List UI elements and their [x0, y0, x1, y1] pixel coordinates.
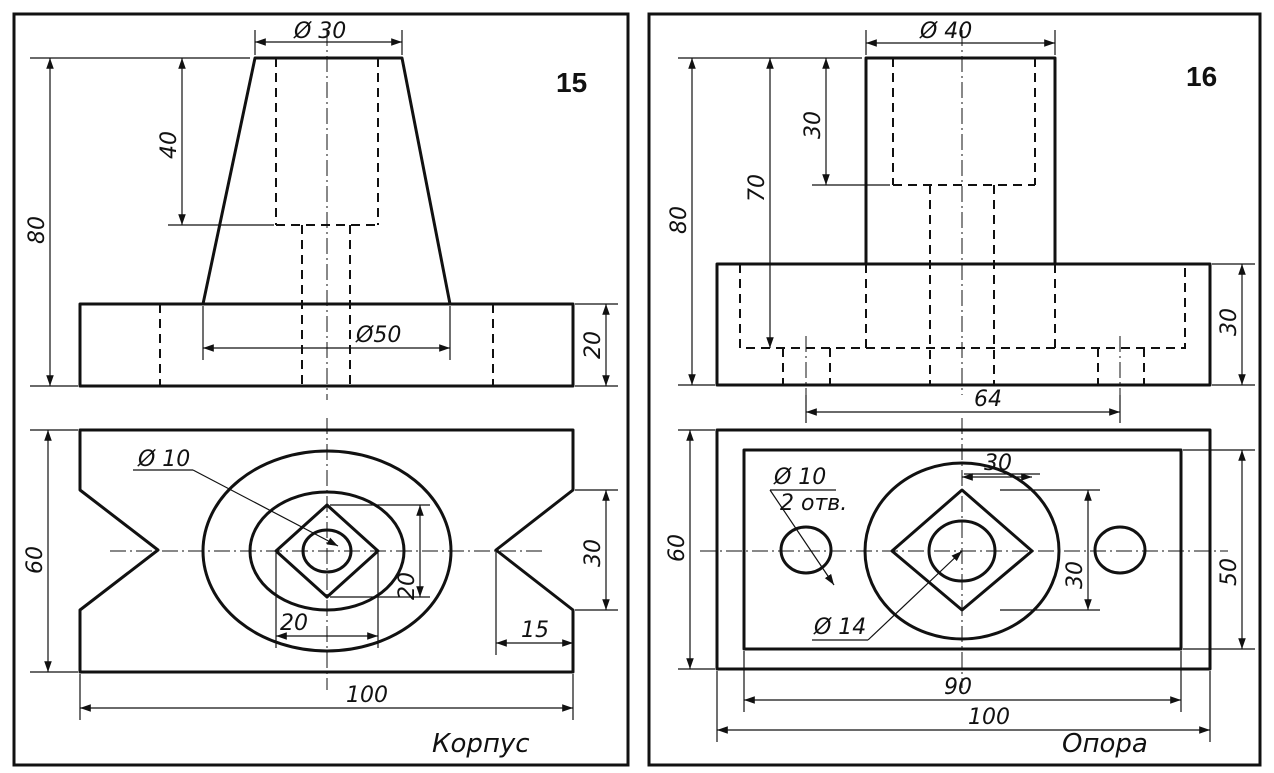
dim-30: 30: [581, 539, 606, 567]
dim-d14: Ø 14: [813, 615, 866, 640]
body-outline: [78, 428, 575, 674]
front-dimensions: Ø 30 80 40 Ø50 20: [25, 19, 618, 387]
dim-15: 15: [521, 618, 549, 643]
dim-30-top: 30: [801, 111, 826, 139]
dim-30-base: 30: [1217, 308, 1242, 336]
top-view: [78, 418, 575, 690]
sheet-15: 15 Ø 30 80 40: [12, 12, 630, 767]
dim-20-horz: 20: [280, 611, 308, 636]
top-dimensions: 60 50 30 30 Ø 10 2 отв. Ø 14 90: [665, 429, 1255, 742]
dim-40: 40: [157, 131, 182, 159]
front-dimensions: Ø 40 80 70 30 30 64: [667, 19, 1255, 423]
frustum-outline: [201, 56, 452, 305]
part-title: Опора: [1062, 729, 1148, 759]
dim-d50: Ø50: [355, 323, 401, 348]
dim-80: 80: [667, 206, 692, 234]
top-view: [700, 418, 1228, 688]
dim-20: 20: [581, 331, 606, 359]
front-view: [78, 30, 575, 400]
dim-hole-d10: Ø 10: [773, 465, 826, 490]
cylinder-outline: [864, 56, 1057, 264]
dim-50: 50: [1217, 558, 1242, 586]
part-title: Корпус: [432, 729, 530, 759]
dim-20-vert: 20: [395, 572, 420, 600]
holes-note: 2 отв.: [780, 491, 847, 516]
top-dimensions: 60 30 20 20 Ø 10 15 100: [23, 429, 618, 720]
left-hole: [779, 525, 833, 575]
dim-60: 60: [23, 546, 48, 574]
dim-hole-d10: Ø 10: [137, 447, 190, 472]
dim-30-vert: 30: [1063, 561, 1088, 589]
dim-d40: Ø 40: [919, 19, 972, 44]
dim-60: 60: [665, 534, 690, 562]
dim-64: 64: [974, 387, 1002, 412]
square-boss: [274, 503, 380, 599]
dim-90: 90: [944, 675, 972, 700]
dim-100: 100: [968, 705, 1010, 730]
sheet-frame: [647, 12, 1262, 767]
dim-80: 80: [25, 216, 50, 244]
outer-rect: [715, 428, 1212, 671]
sheet-16: 16 Ø 40: [647, 12, 1262, 767]
dim-100: 100: [346, 683, 388, 708]
right-hole: [1093, 525, 1147, 575]
dim-d30: Ø 30: [293, 19, 346, 44]
sheet-frame: [12, 12, 630, 767]
base-block: [715, 262, 1212, 387]
front-view: [715, 30, 1212, 395]
sheet-number: 15: [556, 67, 587, 98]
sheet-number: 16: [1186, 61, 1217, 92]
dim-70: 70: [745, 174, 770, 202]
dim-30-horz: 30: [984, 451, 1012, 476]
